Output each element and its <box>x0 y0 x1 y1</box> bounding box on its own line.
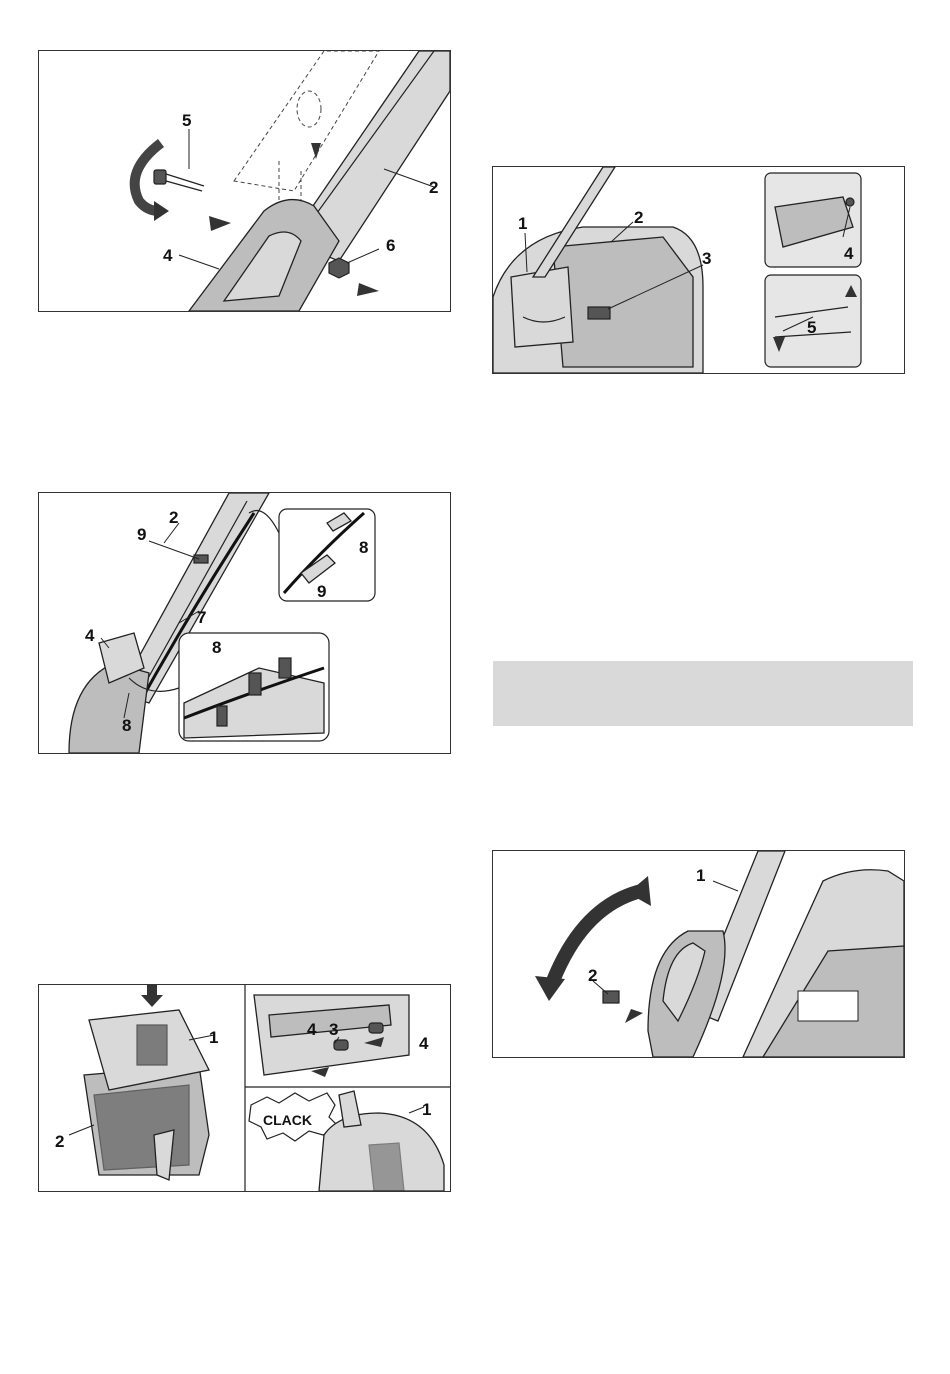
handle-bolt-illustration: 5 2 4 6 <box>39 51 450 311</box>
label-1: 1 <box>209 1028 218 1047</box>
handle-adjust-illustration: 1 2 <box>493 851 904 1057</box>
grass-box-illustration: 1 2 3 4 5 <box>493 167 904 373</box>
clack-text: CLACK <box>263 1112 312 1128</box>
label-4-left: 4 <box>307 1020 317 1039</box>
label-4: 4 <box>85 626 95 645</box>
label-4: 4 <box>163 246 173 265</box>
figure-grass-box: 1 2 3 4 5 <box>492 166 905 374</box>
label-6: 6 <box>386 236 395 255</box>
label-2: 2 <box>634 208 643 227</box>
label-4-right: 4 <box>419 1034 429 1053</box>
nut-icon <box>329 258 349 278</box>
label-2: 2 <box>55 1132 64 1151</box>
label-9-top-inset: 9 <box>317 582 326 601</box>
label-5: 5 <box>182 111 191 130</box>
figure-grass-box-lid: 1 2 3 4 4 CLACK 1 <box>38 984 451 1192</box>
label-9: 9 <box>137 525 146 544</box>
label-1: 1 <box>696 866 705 885</box>
figure-cable-clips: 2 9 7 4 8 8 8 9 <box>38 492 451 754</box>
label-8-left: 8 <box>122 716 131 735</box>
mount-icon <box>588 307 610 319</box>
grass-box-lid-illustration: 1 2 3 4 4 CLACK 1 <box>39 985 450 1191</box>
figure-handle-bolt: 5 2 4 6 <box>38 50 451 312</box>
label-4: 4 <box>844 244 854 263</box>
label-2: 2 <box>588 966 597 985</box>
label-2: 2 <box>169 508 178 527</box>
label-2: 2 <box>429 178 438 197</box>
cable-clips-illustration: 2 9 7 4 8 8 8 9 <box>39 493 450 753</box>
label-1-clack: 1 <box>422 1100 431 1119</box>
label-8-top-inset: 8 <box>359 538 368 557</box>
label-1: 1 <box>518 214 527 233</box>
label-8-inset: 8 <box>212 638 221 657</box>
figure-handle-adjust: 1 2 <box>492 850 905 1058</box>
label-7: 7 <box>197 608 206 627</box>
note-bar <box>493 661 913 726</box>
label-3: 3 <box>329 1020 338 1039</box>
label-3: 3 <box>702 249 711 268</box>
bolt-head-icon <box>154 170 166 184</box>
label-5: 5 <box>807 318 816 337</box>
